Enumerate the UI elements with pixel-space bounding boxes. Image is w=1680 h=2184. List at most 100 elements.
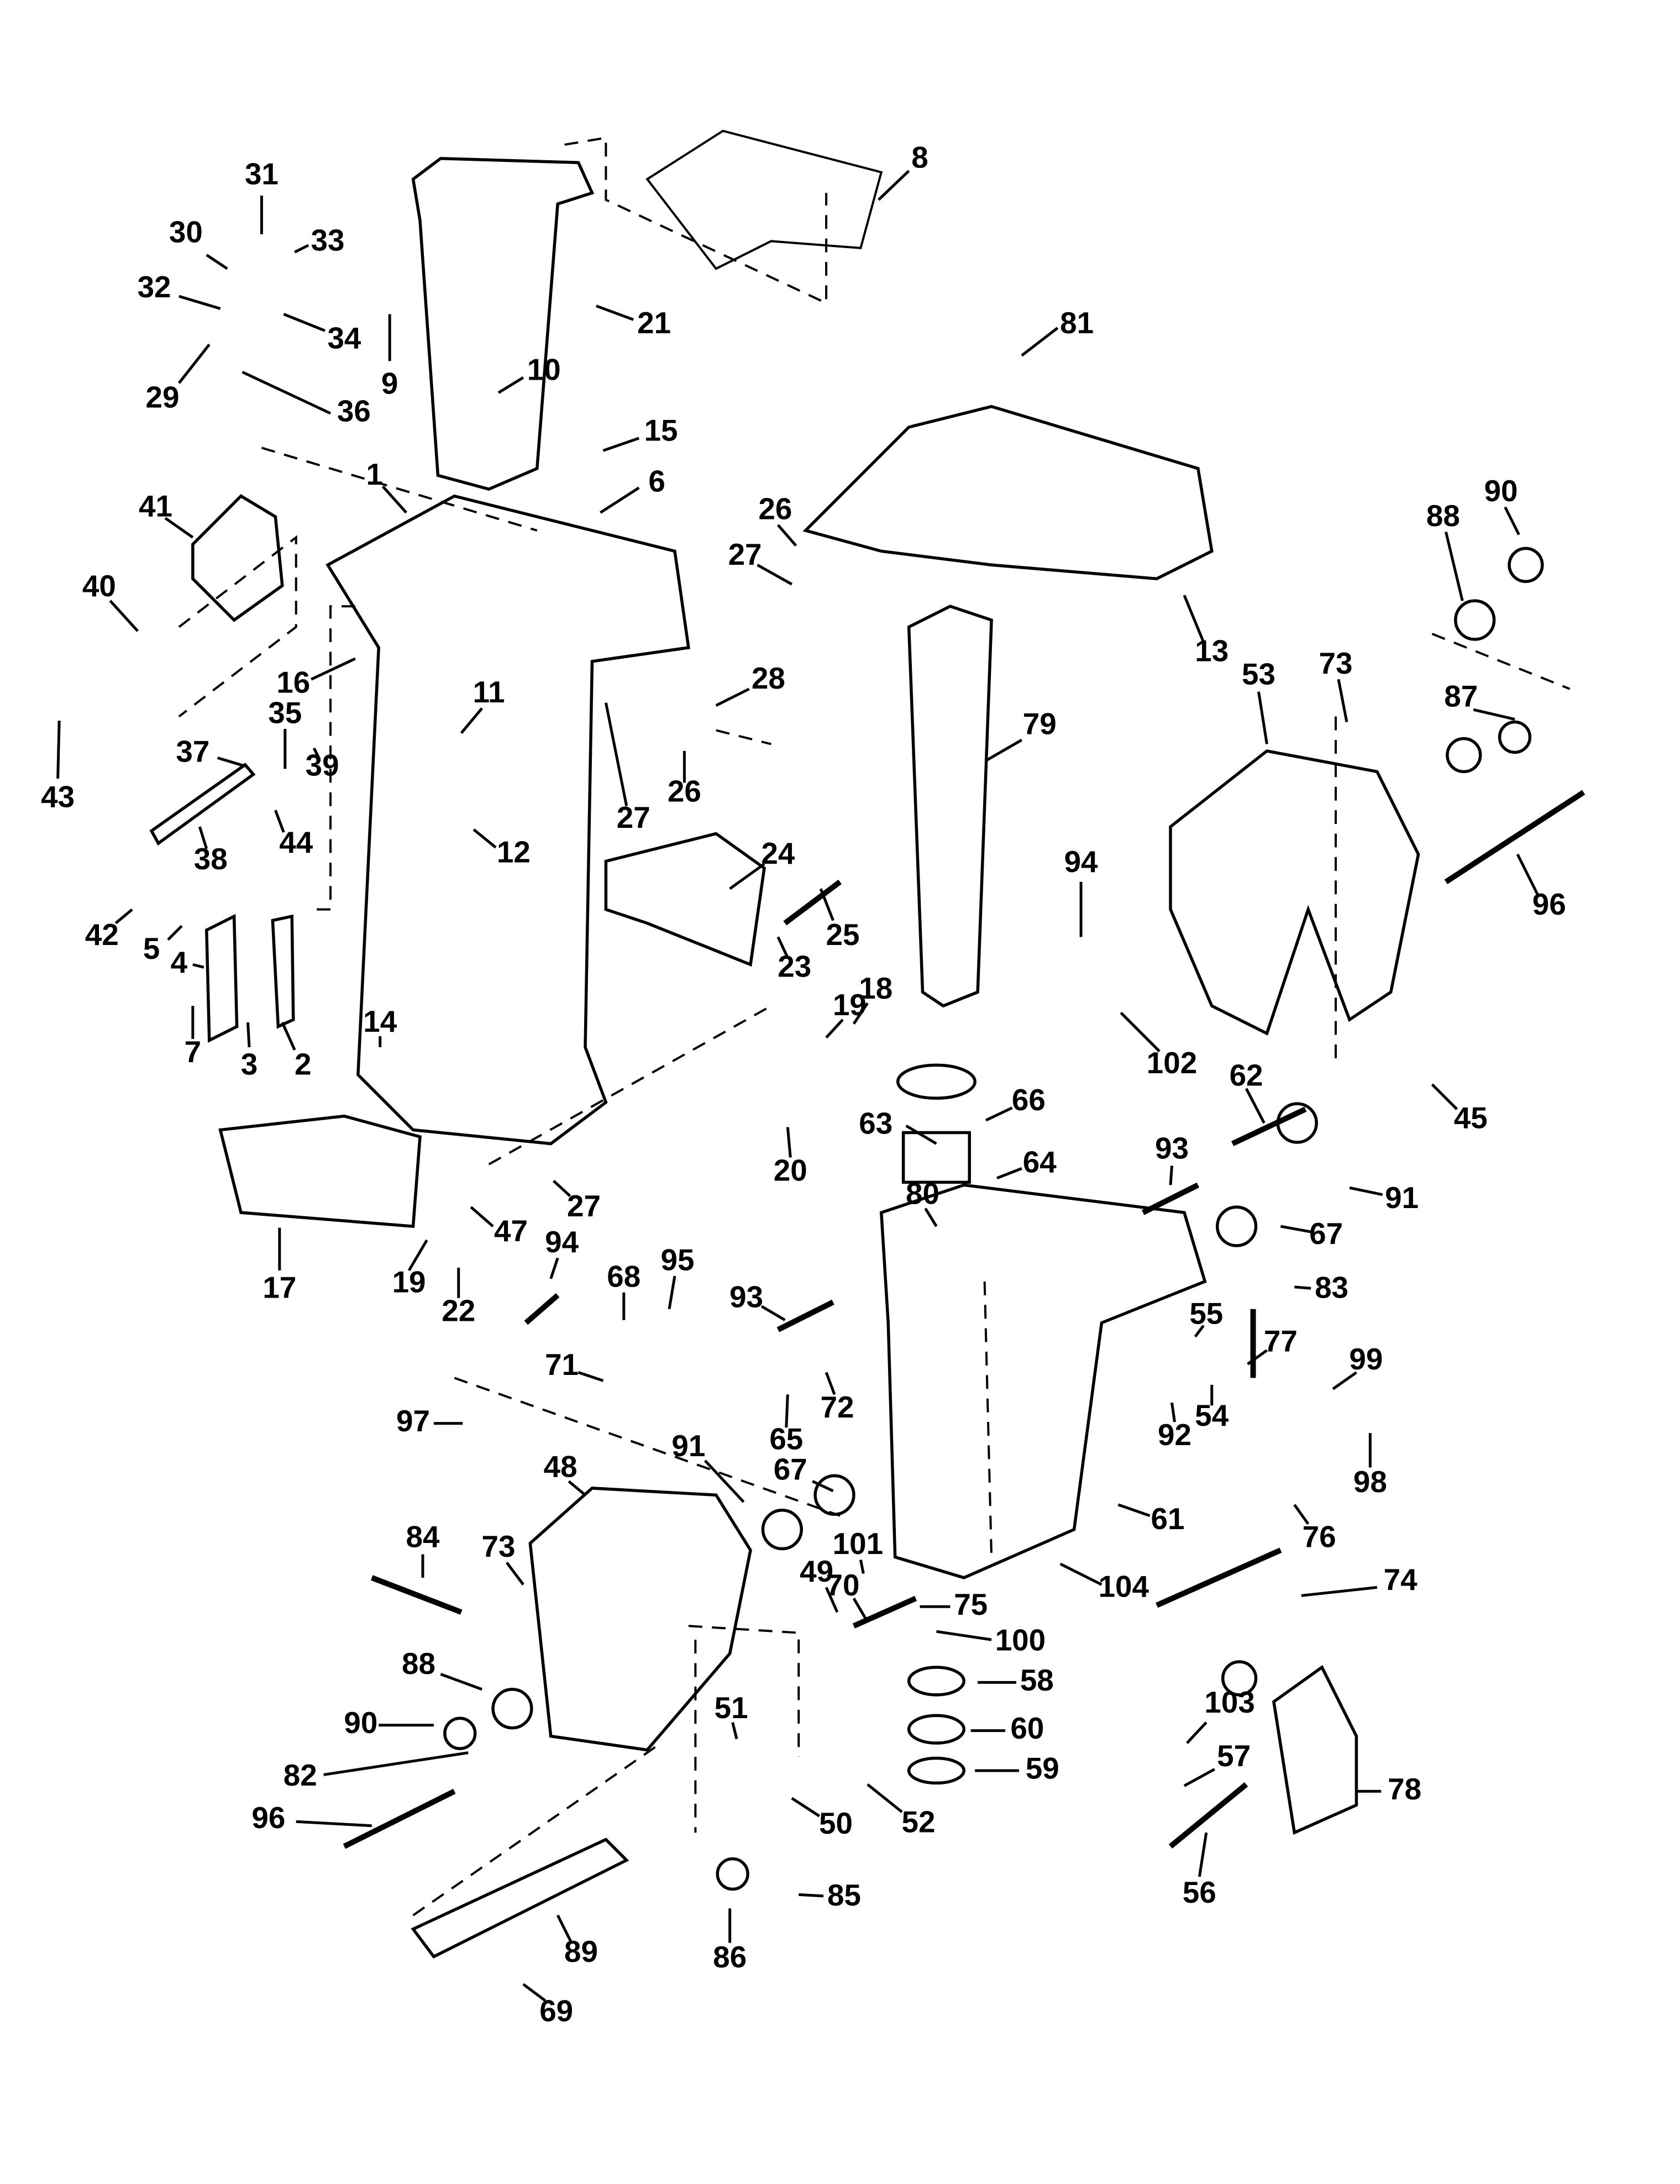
callout-90a: 90 [1484,474,1518,508]
callout-95: 95 [660,1242,694,1277]
callout-101: 101 [833,1526,883,1561]
callout-25: 25 [826,917,859,952]
leader-line-79 [985,738,1023,762]
callout-24: 24 [761,836,795,870]
leader-line-65 [785,1394,789,1428]
leader-line-70 [852,1598,869,1623]
callout-29: 29 [146,380,180,414]
leader-line-53 [1257,691,1268,744]
leader-line-66 [985,1106,1013,1122]
leader-line-2 [281,1022,296,1051]
leader-line-20 [786,1127,792,1158]
callout-5: 5 [143,931,160,965]
pin-93b [776,1299,834,1332]
leader-line-47 [470,1206,494,1227]
leader-line-33 [294,244,309,254]
nut-bushing [1216,1205,1258,1247]
callout-3: 3 [241,1047,258,1081]
callout-37: 37 [176,734,209,768]
callout-27a: 27 [728,537,762,571]
callout-88b: 88 [402,1646,435,1681]
leader-line-73a [1337,679,1348,723]
assembly-dash-line [178,535,297,718]
callout-77: 77 [1264,1324,1298,1358]
leader-line-87 [1473,708,1515,721]
leader-line-27c [553,1179,571,1198]
leader-line-101 [859,1560,865,1574]
callout-38: 38 [194,842,228,876]
callout-10: 10 [527,353,561,387]
callout-45: 45 [1454,1101,1488,1135]
callout-40: 40 [82,569,116,603]
callout-2: 2 [295,1047,311,1081]
callout-81: 81 [1060,306,1094,340]
assembly-dash-line [1431,633,1571,690]
leader-line-1 [381,485,407,514]
callout-6: 6 [648,464,665,498]
callout-73a: 73 [1319,646,1353,680]
leader-line-37 [217,756,246,768]
callout-82: 82 [284,1758,317,1792]
nut-bushing [1454,599,1496,641]
leader-line-5 [167,925,183,941]
leader-line-57 [1183,1768,1215,1787]
callout-102: 102 [1147,1046,1197,1080]
callout-97: 97 [396,1404,430,1438]
assembly-dash-line [261,447,538,532]
callout-52: 52 [902,1805,936,1839]
grille-3 [204,914,239,1043]
leader-line-74 [1301,1586,1378,1597]
callout-13: 13 [1195,633,1229,668]
callout-26a: 26 [758,492,792,526]
leader-line-44 [274,810,285,833]
bushing-66 [901,1131,971,1184]
callout-9: 9 [381,366,398,401]
leader-line-90a [1504,506,1520,536]
leader-line-99 [1332,1371,1357,1390]
callout-1: 1 [366,457,383,491]
bracket-24 [604,832,766,967]
leader-line-88b [440,1673,482,1691]
leader-line-104 [1059,1562,1102,1586]
callout-49: 49 [800,1554,833,1588]
callout-71: 71 [545,1347,579,1382]
leader-line-82 [323,1751,469,1776]
callout-34: 34 [327,321,361,355]
leader-line-91b [704,1460,745,1503]
leader-line-3 [246,1022,251,1048]
callout-18: 18 [859,971,893,1005]
callout-63: 63 [859,1106,893,1141]
callout-8: 8 [911,140,928,175]
leader-line-41 [164,517,194,539]
leader-line-93b [760,1305,786,1321]
leader-line-27a [757,564,793,586]
callout-48: 48 [544,1449,578,1483]
callout-19a: 19 [833,988,867,1022]
leader-line-6 [600,486,640,514]
callout-91a: 91 [1385,1180,1419,1215]
callout-93a: 93 [1155,1131,1189,1165]
bolt-84 [370,1575,463,1615]
leader-line-15 [602,437,640,452]
callout-70: 70 [826,1568,859,1602]
leader-line-8 [878,170,910,201]
assembly-dash-line [688,1625,800,1757]
nut-bushing [761,1508,803,1551]
callout-90b: 90 [344,1705,377,1740]
callout-67b: 67 [774,1452,807,1486]
callout-66: 66 [1012,1083,1046,1117]
leader-line-62 [1245,1088,1266,1124]
callout-67a: 67 [1309,1216,1343,1251]
callout-22: 22 [442,1294,475,1328]
callout-86: 86 [713,1940,747,1974]
leader-line-19b [407,1239,428,1272]
callout-74: 74 [1384,1562,1418,1597]
callout-87: 87 [1444,679,1478,713]
callout-4: 4 [171,945,188,979]
callout-17: 17 [262,1270,296,1304]
callout-15: 15 [644,413,678,447]
leader-line-72 [825,1372,836,1395]
callout-42: 42 [85,917,119,952]
callout-12: 12 [497,834,531,869]
